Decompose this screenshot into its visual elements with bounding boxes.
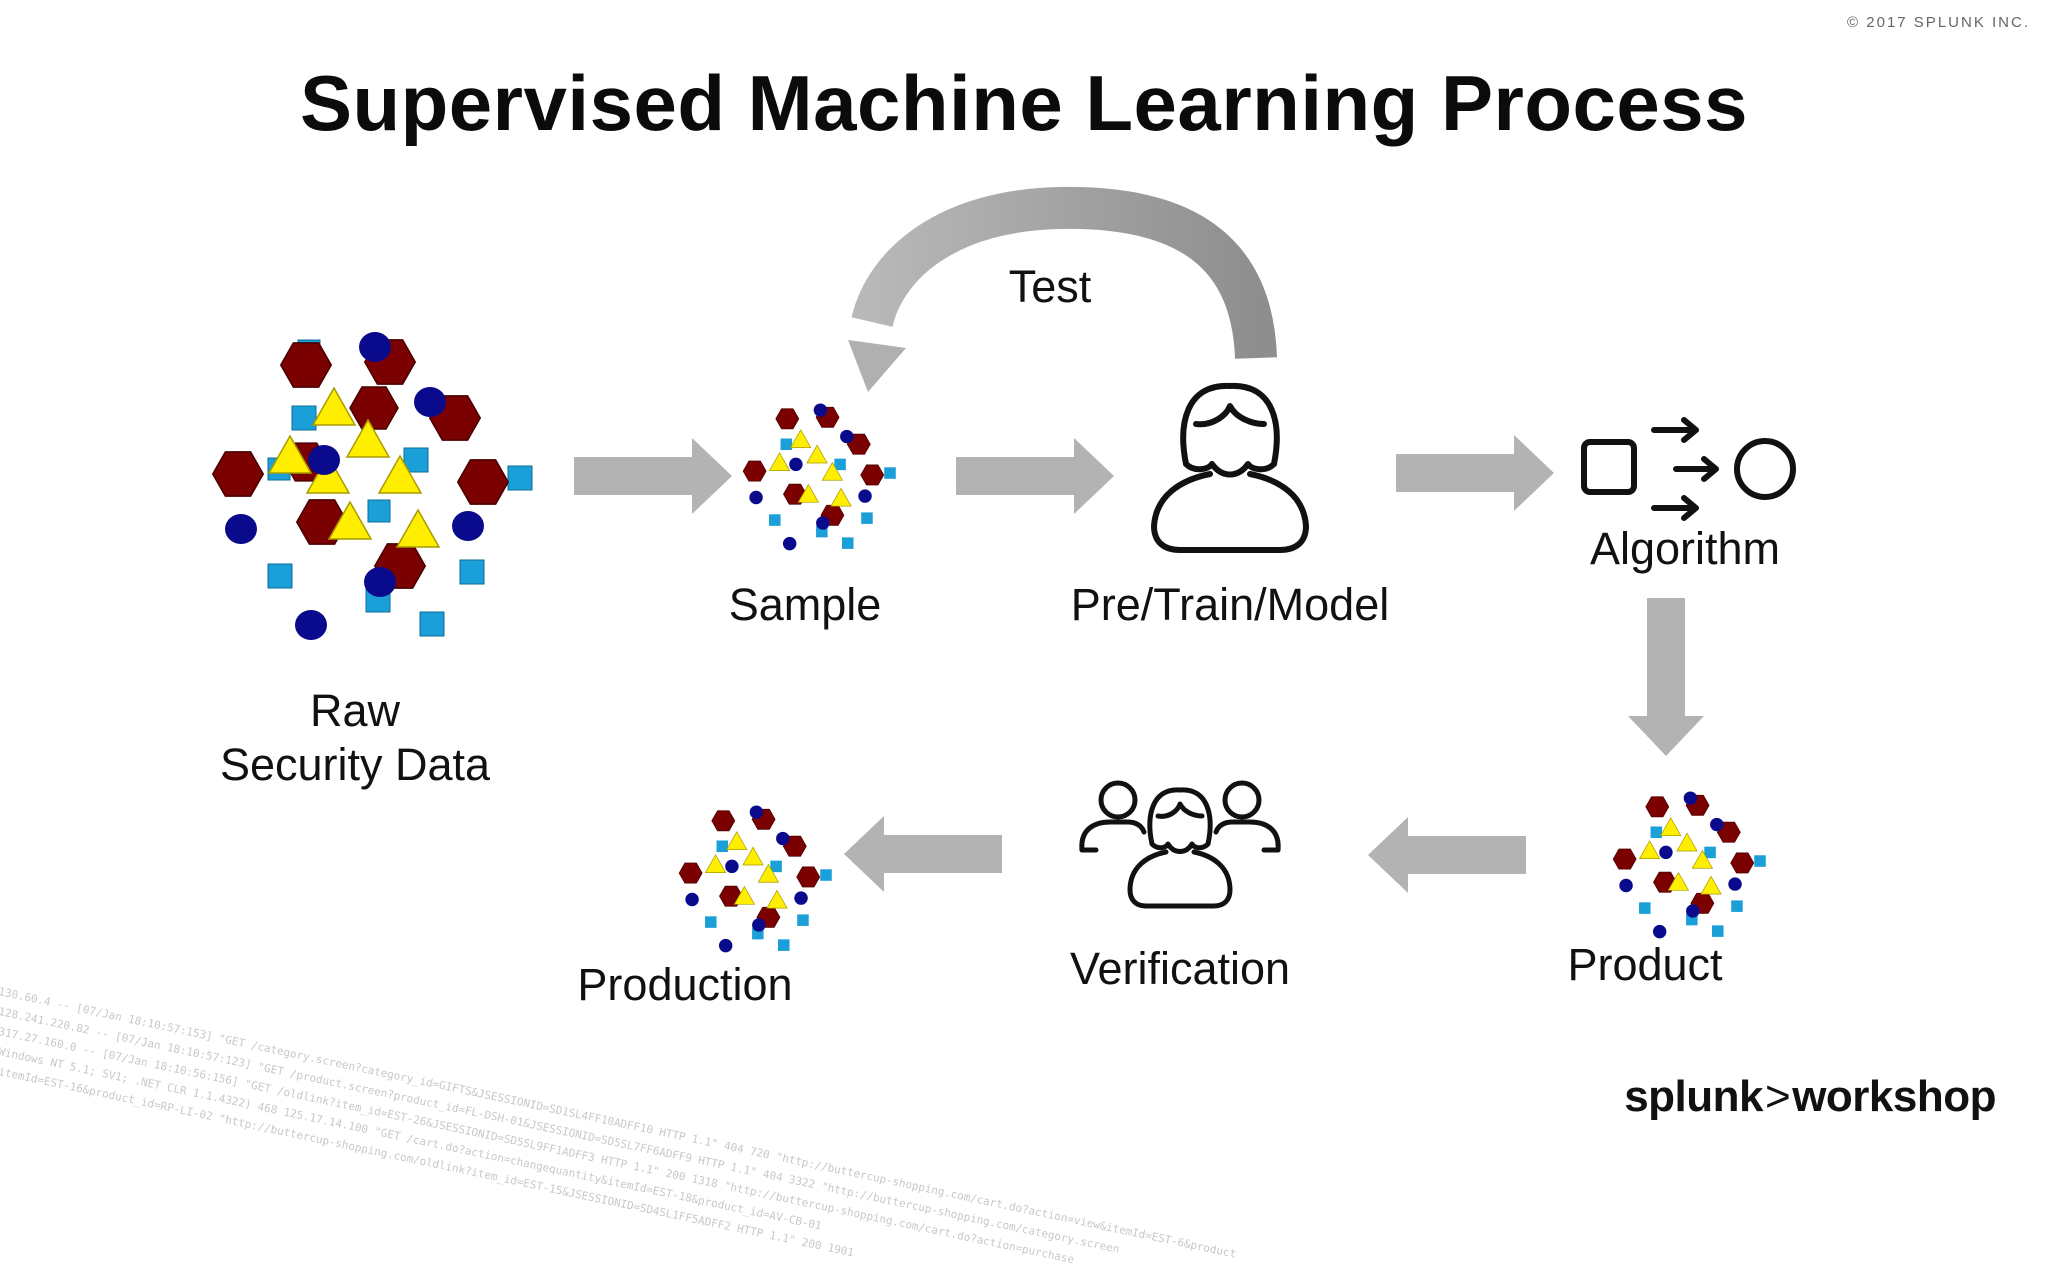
raw-squares bbox=[267, 339, 533, 637]
test-label: Test bbox=[1008, 261, 1092, 312]
product-cluster bbox=[1612, 791, 1766, 939]
arrow-product-to-verification bbox=[1368, 817, 1526, 893]
person-icon bbox=[1151, 382, 1309, 553]
algorithm-label: Algorithm bbox=[1589, 523, 1781, 574]
arrow-raw-to-sample bbox=[574, 438, 732, 514]
verification-label: Verification bbox=[1069, 943, 1291, 994]
arrow-sample-to-pretrain bbox=[956, 438, 1114, 514]
brand-part2: workshop bbox=[1792, 1072, 1996, 1121]
splunk-workshop-logo: splunk>workshop bbox=[1624, 1072, 1996, 1122]
group-icon bbox=[1079, 780, 1281, 909]
test-feedback-arrow bbox=[848, 186, 1277, 392]
copyright-text: © 2017 SPLUNK INC. bbox=[1847, 14, 2030, 31]
page-title: Supervised Machine Learning Process bbox=[299, 59, 1748, 147]
arrow-verification-to-production bbox=[844, 816, 1002, 892]
sample-cluster bbox=[742, 403, 896, 551]
sample-label: Sample bbox=[728, 579, 882, 630]
algorithm-icon bbox=[1581, 417, 1796, 521]
brand-separator: > bbox=[1765, 1072, 1791, 1121]
product-label: Product bbox=[1567, 939, 1723, 990]
raw-data-cluster bbox=[212, 332, 533, 640]
arrow-algorithm-to-product bbox=[1628, 598, 1704, 756]
raw-circles bbox=[225, 332, 484, 640]
production-cluster bbox=[678, 805, 832, 953]
brand-part1: splunk bbox=[1624, 1072, 1763, 1121]
pretrain-label: Pre/Train/Model bbox=[1070, 579, 1390, 630]
raw-data-label-line2: Security Data bbox=[219, 739, 491, 790]
raw-hexagons bbox=[212, 339, 509, 589]
production-label: Production bbox=[577, 959, 793, 1010]
raw-data-label-line1: Raw bbox=[309, 685, 401, 736]
arrow-pretrain-to-algorithm bbox=[1396, 435, 1554, 511]
diagram-canvas bbox=[212, 186, 1796, 953]
raw-data-label: Raw Security Data bbox=[190, 684, 520, 792]
